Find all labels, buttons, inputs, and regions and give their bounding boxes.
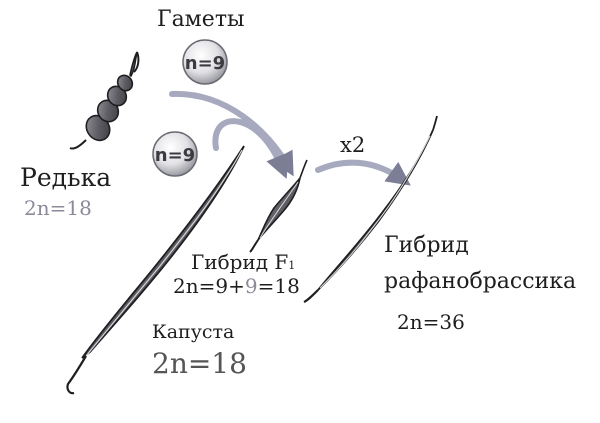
gamete-ball-bottom: n=9: [152, 131, 198, 177]
cabbage-label: Капуста: [152, 321, 235, 343]
radish-label: Редька: [20, 163, 112, 192]
hybrid-f1-text: Гибрид F: [191, 250, 289, 274]
hybrid-f1-label: Гибрид F1: [191, 252, 295, 272]
hybrid-f1-chromosomes: 2n=9+9=18: [173, 276, 300, 296]
cabbage-pod: [66, 145, 245, 395]
gamete-ball-top: n=9: [182, 39, 228, 85]
arrow-gamete-cabbage-to-f1: [212, 118, 289, 179]
gametes-label: Гаметы: [157, 7, 245, 32]
doubling-label: x2: [340, 133, 366, 157]
raphanobrassica-label-line1: Гибрид: [384, 233, 469, 258]
arrow-doubling: [315, 159, 411, 186]
cabbage-chromosomes: 2n=18: [152, 347, 247, 380]
hybrid-f1-pod: [249, 159, 308, 253]
hybrid-f1-chr-part-b: 9: [244, 274, 258, 298]
gamete-top-label: n=9: [185, 53, 225, 74]
raphanobrassica-label-line2: рафанобрассика: [384, 269, 577, 294]
raphanobrassica-chromosomes: 2n=36: [397, 310, 465, 334]
hybrid-f1-subscript: 1: [288, 259, 296, 272]
raphanobrassica-pod: [303, 115, 438, 303]
radish-chromosomes: 2n=18: [24, 196, 92, 220]
hybrid-f1-chr-part-a: 2n=9+: [173, 274, 245, 298]
hybrid-f1-chr-part-c: =18: [257, 274, 300, 298]
radish-pod: [69, 51, 140, 150]
gamete-bottom-label: n=9: [155, 145, 195, 166]
